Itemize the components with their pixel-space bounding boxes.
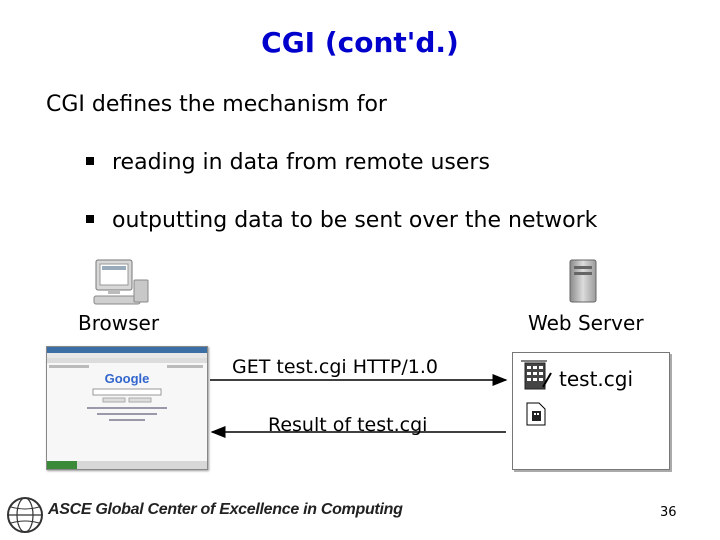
bullet-item: outputting data to be sent over the netw… — [86, 208, 597, 233]
arrows — [210, 374, 508, 438]
bullet-marker — [86, 157, 94, 165]
request-label: GET test.cgi HTTP/1.0 — [232, 356, 438, 378]
server-box: test.cgi — [512, 352, 670, 470]
file-icon — [526, 402, 546, 426]
browser-screenshot: Google — [46, 346, 208, 470]
intro-text: CGI defines the mechanism for — [46, 92, 387, 117]
bullet-item: reading in data from remote users — [86, 150, 490, 175]
server-label: Web Server — [528, 311, 644, 335]
slide-title: CGI (cont'd.) — [261, 26, 459, 59]
cgi-file-label: test.cgi — [559, 367, 634, 391]
gcec-logo-icon — [7, 497, 43, 533]
bullet-marker — [86, 215, 94, 223]
footer-org: ASCE Global Center of Excellence in Comp… — [48, 501, 403, 518]
bullet-text: outputting data to be sent over the netw… — [112, 208, 598, 233]
computer-icon — [93, 259, 149, 305]
script-file-icon — [521, 360, 552, 390]
browser-label: Browser — [78, 311, 160, 335]
response-label: Result of test.cgi — [268, 414, 428, 436]
server-tower-icon — [569, 259, 597, 303]
page-number: 36 — [660, 505, 677, 520]
browser-page-logo: Google — [105, 371, 150, 386]
bullet-text: reading in data from remote users — [112, 150, 490, 175]
